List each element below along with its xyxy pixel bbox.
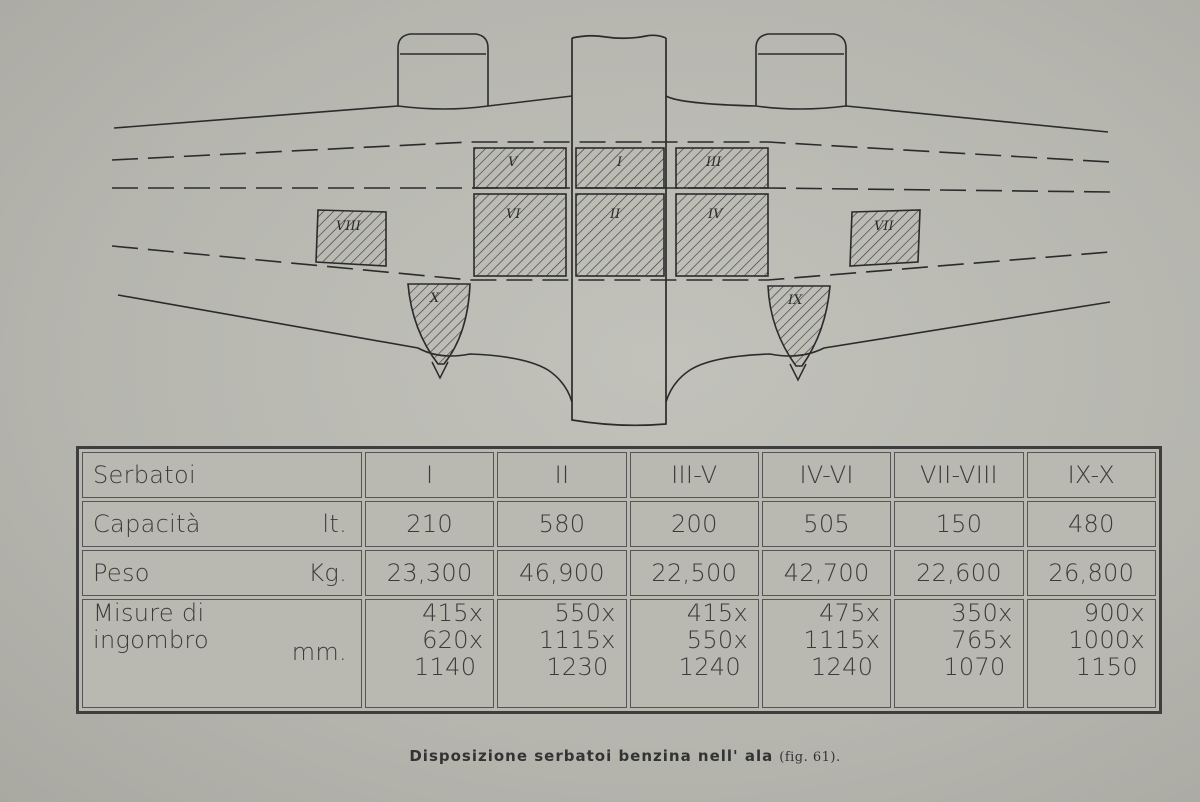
dimensions-unit: mm. — [291, 638, 347, 666]
header-col: II — [497, 452, 627, 498]
capacity-value: 210 — [365, 501, 495, 547]
tank-label-vi: VI — [506, 207, 521, 222]
tank-iv — [675, 193, 769, 277]
tank-label-iv: IV — [707, 207, 724, 222]
tank-label-ii: II — [609, 207, 621, 222]
weight-value: 46,900 — [497, 550, 627, 596]
nacelle-right — [755, 33, 847, 106]
capacity-row: Capacità lt. 210 580 200 505 150 480 — [82, 501, 1156, 547]
weight-value: 22,500 — [629, 550, 759, 596]
capacity-value: 505 — [761, 501, 892, 547]
tank-label-iii: III — [705, 155, 722, 170]
dim-c: 1150 — [1075, 653, 1138, 681]
tank-label-v: V — [508, 155, 519, 170]
figure-caption: Disposizione serbatoi benzina nell' ala (… — [0, 747, 1200, 765]
weight-row: Peso Kg. 23,300 46,900 22,500 42,700 22,… — [82, 550, 1156, 596]
tank-ix — [767, 285, 831, 367]
tank-ii — [575, 193, 665, 277]
header-label: Serbatoi — [82, 452, 362, 498]
header-col: IX-X — [1026, 452, 1156, 498]
capacity-label-cell: Capacità lt. — [82, 501, 362, 547]
dimensions-label-line2: ingombro — [93, 626, 210, 654]
tank-viii — [315, 209, 387, 267]
dim-c: 1230 — [546, 653, 609, 681]
tank-v — [473, 147, 567, 189]
dim-b: 1115x — [803, 626, 881, 654]
wing-trailing-edge — [117, 294, 1111, 403]
tank-label-vii: VII — [874, 219, 895, 234]
tank-iii — [675, 147, 769, 189]
dim-c: 1240 — [810, 653, 874, 681]
dim-b: 765x — [951, 626, 1013, 654]
weight-value: 22,600 — [894, 550, 1024, 596]
tank-label-ix: IX — [787, 293, 803, 308]
weight-unit: Kg. — [308, 559, 347, 587]
weight-label-cell: Peso Kg. — [82, 550, 362, 596]
dim-a: 475x — [819, 599, 881, 627]
tank-label-viii: VIII — [336, 219, 362, 234]
capacity-value: 480 — [1026, 501, 1156, 547]
caption-figure-ref: (fig. 61). — [779, 750, 841, 765]
capacity-value: 580 — [497, 501, 627, 547]
capacity-unit: lt. — [322, 510, 347, 538]
dim-b: 1000x — [1068, 626, 1145, 654]
dim-a: 550x — [554, 599, 616, 627]
weight-value: 26,800 — [1026, 550, 1156, 596]
dimensions-label-cell: Misure di ingombro mm. — [82, 599, 362, 708]
dim-b: 1115x — [538, 626, 616, 654]
dim-a: 415x — [422, 599, 484, 627]
weight-value: 23,300 — [365, 550, 495, 596]
dim-a: 350x — [951, 599, 1013, 627]
dimensions-label-line1: Misure di — [93, 599, 205, 627]
table-header-row: Serbatoi I II III-V IV-VI VII-VIII IX-X — [82, 452, 1156, 498]
tank-i — [575, 147, 665, 189]
tank-specs-table: Serbatoi I II III-V IV-VI VII-VIII IX-X … — [76, 446, 1162, 714]
dim-b: 620x — [422, 626, 484, 654]
header-col: IV-VI — [761, 452, 892, 498]
dim-c: 1140 — [414, 653, 477, 681]
dim-a: 900x — [1083, 599, 1145, 627]
header-col: III-V — [629, 452, 759, 498]
fuselage — [571, 34, 667, 427]
caption-text: Disposizione serbatoi benzina nell' ala — [409, 747, 774, 765]
tank-group-central — [473, 147, 769, 277]
dim-a: 415x — [686, 599, 748, 627]
tank-x — [407, 283, 471, 365]
tank-vii — [849, 209, 921, 267]
capacity-value: 150 — [894, 501, 1024, 547]
nacelle-left — [397, 33, 489, 106]
capacity-label: Capacità — [93, 510, 201, 538]
weight-value: 42,700 — [761, 550, 892, 596]
capacity-value: 200 — [629, 501, 759, 547]
dim-c: 1070 — [943, 653, 1006, 681]
dim-b: 550x — [686, 626, 748, 654]
tank-group-outer — [315, 209, 921, 367]
tank-label-i: I — [616, 155, 623, 170]
tank-vi — [473, 193, 567, 277]
weight-label: Peso — [93, 559, 150, 587]
header-col: I — [365, 452, 495, 498]
dim-c: 1240 — [678, 653, 741, 681]
tank-label-x: X — [429, 291, 440, 306]
wing-tank-diagram: V I III VI II IV VIII VII X IX — [111, 33, 1111, 427]
header-col: VII-VIII — [894, 452, 1024, 498]
wing-leading-edge — [113, 95, 1109, 133]
nacelle-tails — [431, 361, 807, 382]
